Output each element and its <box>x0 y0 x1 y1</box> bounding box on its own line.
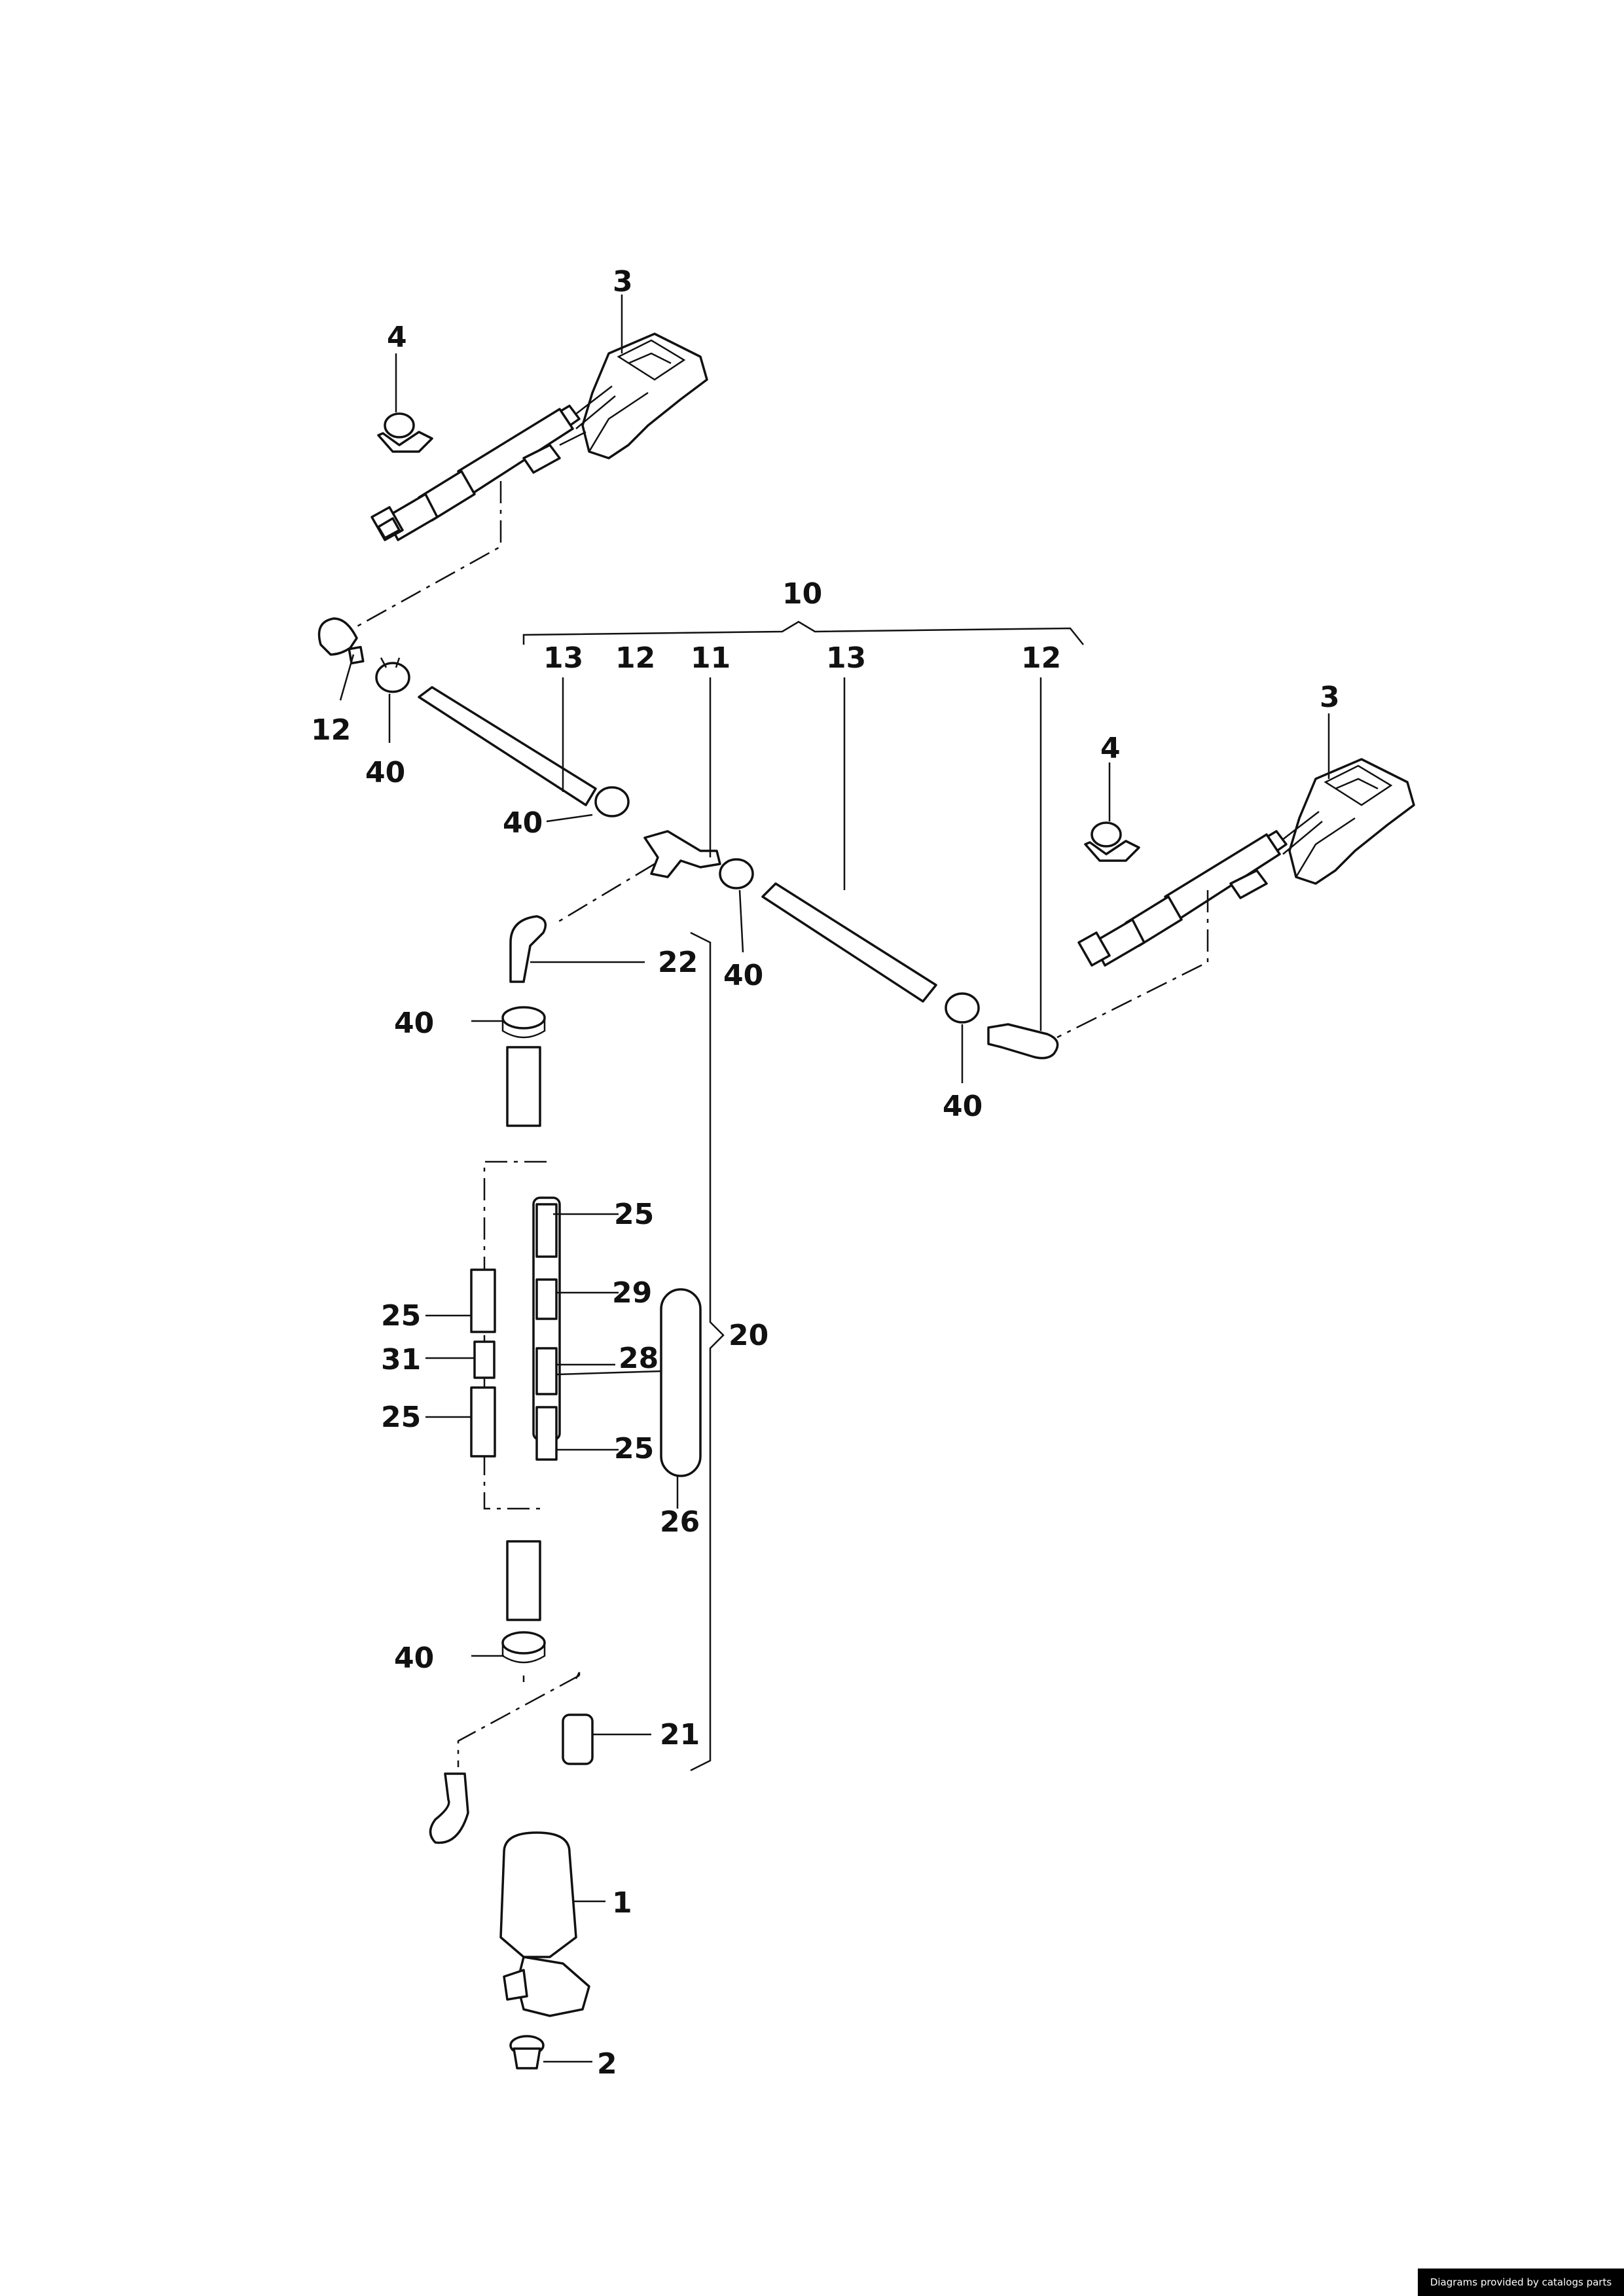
dash-pump <box>457 1674 580 1767</box>
callout-10: 10 <box>782 577 822 611</box>
callout-12-middle: 12 <box>615 641 655 675</box>
hose-13a <box>418 686 597 806</box>
callout-2: 2 <box>597 2047 617 2081</box>
callout-40-b: 40 <box>503 806 543 840</box>
leader-lines <box>339 295 1330 2063</box>
left-connector-stack <box>470 1268 496 1458</box>
clamp-40c <box>719 858 754 889</box>
washer-nozzle-lower <box>1077 758 1415 967</box>
bracket-20 <box>690 931 725 1772</box>
callout-40-d: 40 <box>943 1090 983 1123</box>
valve-21 <box>562 1713 594 1765</box>
hose-upper-vertical <box>506 1046 541 1127</box>
callout-3-lower: 3 <box>1320 681 1340 714</box>
callout-21: 21 <box>660 1718 700 1751</box>
clamp-40f <box>501 1631 546 1664</box>
callout-4-upper: 4 <box>387 321 407 354</box>
filter-26 <box>660 1288 702 1477</box>
callout-13-right: 13 <box>826 641 866 675</box>
clamp-40a <box>375 657 410 693</box>
callout-29: 29 <box>612 1276 652 1310</box>
dash-upper-left <box>353 481 502 630</box>
callout-13-left: 13 <box>543 641 583 675</box>
callout-20: 20 <box>729 1319 768 1352</box>
callout-40-f: 40 <box>394 1641 434 1675</box>
callout-3-upper: 3 <box>613 265 633 298</box>
credit-footer: Diagrams provided by catalogs parts <box>1418 2269 1624 2296</box>
callout-31: 31 <box>381 1343 421 1376</box>
callout-12-right: 12 <box>1021 641 1061 675</box>
callout-4-lower: 4 <box>1100 732 1121 765</box>
callout-25-bottom: 25 <box>614 1432 654 1465</box>
callout-22: 22 <box>658 946 698 979</box>
callout-25-left-bottom: 25 <box>381 1401 421 1434</box>
dash-tee-elbow <box>556 863 655 924</box>
hose-lower-vertical <box>506 1540 541 1621</box>
clip-upper-left <box>377 412 433 453</box>
elbow-22 <box>509 915 547 983</box>
bracket-10 <box>522 620 1084 645</box>
callout-40-c: 40 <box>723 959 763 992</box>
clamp-40d <box>945 992 980 1024</box>
callout-28: 28 <box>619 1342 659 1375</box>
callout-11: 11 <box>691 641 731 675</box>
callout-25-top: 25 <box>614 1198 654 1231</box>
pump-1 <box>499 1831 590 2017</box>
elbow-lower <box>429 1772 469 1844</box>
grommet-2 <box>509 2035 545 2070</box>
dash-left-box <box>483 1160 547 1510</box>
callout-1: 1 <box>612 1886 632 1920</box>
washer-nozzle-upper <box>370 332 708 541</box>
callout-40-e: 40 <box>394 1007 434 1040</box>
clip-upper-right <box>1084 821 1140 862</box>
hose-13b <box>761 882 937 1003</box>
clamp-40b <box>594 786 630 817</box>
dash-upper-right <box>1056 890 1209 1039</box>
tee-11 <box>643 830 721 878</box>
clamp-40e <box>501 1006 546 1039</box>
callout-40-a: 40 <box>365 756 405 789</box>
elbow-upper-left <box>317 617 365 665</box>
callout-26: 26 <box>660 1505 700 1539</box>
valve-column <box>532 1196 561 1461</box>
elbow-12-right <box>987 1023 1059 1060</box>
callout-25-left-top: 25 <box>381 1299 421 1333</box>
dash-valve <box>522 1672 581 1682</box>
callout-12-left: 12 <box>311 713 351 747</box>
